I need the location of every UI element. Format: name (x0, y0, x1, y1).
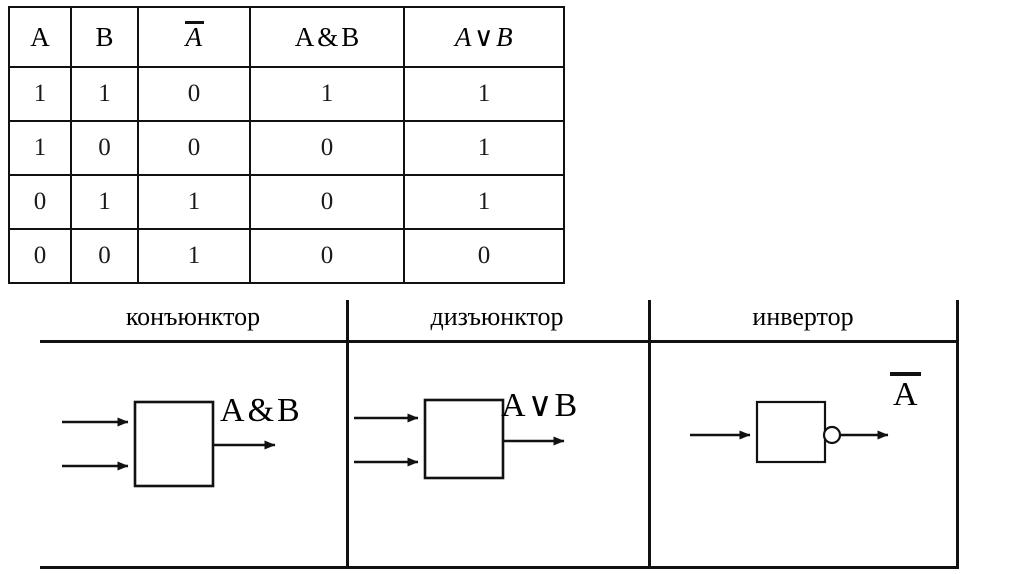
gate-panel-divider-1 (346, 300, 349, 569)
cell-not-a-row4: 1 (137, 228, 251, 284)
inverter-gate-diagram (690, 400, 889, 464)
gate-cell-disjunctor: A∨B (346, 342, 648, 566)
cell-or-row1: 1 (403, 66, 565, 122)
conjunctor-gate-diagram (62, 400, 276, 488)
cell-and-row2: 0 (249, 120, 405, 176)
cell-b-row3: 1 (70, 174, 139, 230)
cell-b-row4: 0 (70, 228, 139, 284)
truth-table-body: 1 1 0 1 1 1 0 0 0 1 0 1 1 0 1 0 (8, 66, 565, 284)
inverter-expr-not-a: A (890, 372, 921, 412)
disjunctor-expression: A∨B (501, 389, 577, 423)
header-label-and-right: B (341, 21, 360, 52)
truth-table-header-row: A B A A&B A∨B (8, 6, 565, 68)
header-label-not-a: A (184, 21, 204, 52)
gate-panel-top-rule (40, 340, 958, 343)
cell-not-a-row2: 0 (137, 120, 251, 176)
header-cell-not-a: A (137, 6, 251, 68)
table-row: 1 0 0 0 1 (8, 120, 565, 176)
gate-panel-right-edge (956, 300, 959, 569)
gate-cell-inverter: A (648, 342, 956, 566)
cell-and-row1: 1 (249, 66, 405, 122)
header-cell-a-or-b: A∨B (403, 6, 565, 68)
disjunctor-expr-left: A (501, 387, 526, 424)
gate-panel-divider-2 (648, 300, 651, 569)
conjunctor-expr-left: A (220, 392, 245, 429)
cell-b-row1: 1 (70, 66, 139, 122)
cell-and-row3: 0 (249, 174, 405, 230)
gate-cell-conjunctor: A&B (40, 342, 346, 566)
logic-gate-panel: конъюнктор дизъюнктор инвертор (40, 298, 959, 570)
disjunctor-gate-diagram (354, 398, 565, 480)
gate-label-row: конъюнктор дизъюнктор инвертор (40, 298, 958, 340)
header-cell-b: B (70, 6, 139, 68)
cell-b-row2: 0 (70, 120, 139, 176)
table-row: 1 1 0 1 1 (8, 66, 565, 122)
header-label-b: B (95, 21, 114, 52)
header-label-or-right: B (496, 21, 514, 52)
table-row: 0 0 1 0 0 (8, 228, 565, 284)
gate-label-conjunctor: конъюнктор (125, 302, 261, 331)
cell-not-a-row1: 0 (137, 66, 251, 122)
conjunctor-expression: A&B (220, 394, 300, 428)
gate-label-disjunctor: дизъюнктор (430, 302, 564, 331)
conjunctor-expr-right: B (277, 392, 300, 429)
table-row: 0 1 1 0 1 (8, 174, 565, 230)
cell-or-row3: 1 (403, 174, 565, 230)
header-label-and-left: A (294, 21, 315, 52)
inverter-expression: A (890, 372, 921, 412)
header-label-or-left: A (454, 21, 472, 52)
cell-or-row2: 1 (403, 120, 565, 176)
gate-label-inverter: инвертор (752, 302, 854, 331)
inversion-bubble-icon (822, 425, 842, 445)
header-label-a: A (30, 21, 50, 52)
cell-and-row4: 0 (249, 228, 405, 284)
gate-panel-bottom-rule (40, 566, 958, 569)
header-label-and-op: & (317, 21, 339, 52)
truth-table: A B A A&B A∨B 1 1 0 1 (8, 6, 565, 284)
header-cell-a-and-b: A&B (249, 6, 405, 68)
cell-or-row4: 0 (403, 228, 565, 284)
truth-table-head: A B A A&B A∨B (8, 6, 565, 68)
header-cell-a: A (8, 6, 72, 68)
conjunctor-expr-op: & (247, 392, 275, 429)
disjunctor-expr-right: B (554, 387, 578, 424)
cell-a-row2: 1 (8, 120, 72, 176)
cell-a-row1: 1 (8, 66, 72, 122)
cell-a-row4: 0 (8, 228, 72, 284)
header-label-or-op: ∨ (473, 21, 495, 52)
cell-not-a-row3: 1 (137, 174, 251, 230)
cell-a-row3: 0 (8, 174, 72, 230)
disjunctor-expr-op: ∨ (527, 387, 553, 424)
